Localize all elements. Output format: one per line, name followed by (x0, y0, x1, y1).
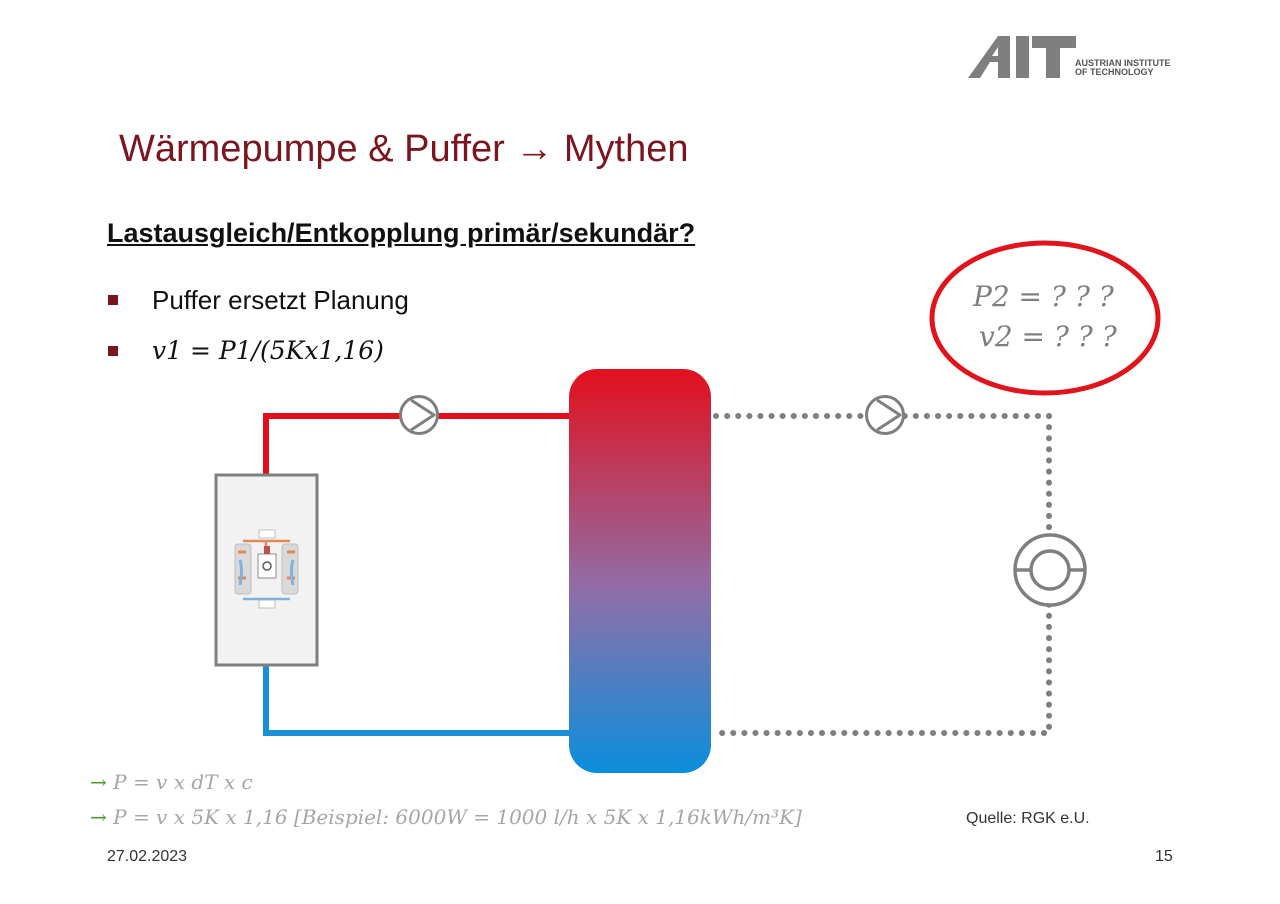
bullet-marker (108, 346, 118, 356)
logo-line-1: AUSTRIAN INSTITUTE (1075, 58, 1171, 68)
arrow-icon: → (90, 770, 107, 794)
callout-ring (929, 240, 1161, 396)
logo-wordmark: AUSTRIAN INSTITUTE OF TECHNOLOGY (1075, 59, 1171, 77)
logo-line-2: OF TECHNOLOGY (1075, 67, 1154, 77)
secondary-pump-icon (865, 395, 905, 435)
source-note: Quelle: RGK e.U. (966, 810, 1090, 827)
bullet-marker (108, 295, 118, 305)
ait-logo (968, 36, 1076, 78)
secondary-loop (713, 413, 1052, 736)
cold-return-pipe (263, 664, 572, 736)
bullet-text-1: Puffer ersetzt Planung (152, 285, 409, 315)
slide-subtitle: Lastausgleich/Entkopplung primär/sekundä… (107, 218, 696, 248)
hot-supply-pipe (263, 413, 572, 476)
arrow-icon: → (90, 805, 107, 829)
heat-pump-unit (214, 473, 319, 667)
heat-pump-icon (234, 529, 299, 609)
bullet-text-2: v1 = P1/(5Kx1,16) (152, 336, 384, 365)
buffer-tank (569, 369, 711, 773)
formula-1: → P = v x dT x c (90, 770, 253, 794)
formula-2: → P = v x 5K x 1,16 [Beispiel: 6000W = 1… (90, 805, 802, 829)
callout-v2: v2 = ? ? ? (979, 320, 1117, 353)
formula-1-text: P = v x dT x c (113, 770, 253, 794)
primary-pump-icon (399, 395, 439, 435)
callout-p2: P2 = ? ? ? (973, 280, 1114, 313)
consumer-icon (1013, 533, 1087, 607)
slide-title: Wärmepumpe & Puffer → Mythen (119, 128, 689, 170)
footer-date: 27.02.2023 (107, 848, 188, 865)
page-number: 15 (1155, 848, 1173, 865)
formula-2-text: P = v x 5K x 1,16 [Beispiel: 6000W = 100… (113, 805, 802, 829)
